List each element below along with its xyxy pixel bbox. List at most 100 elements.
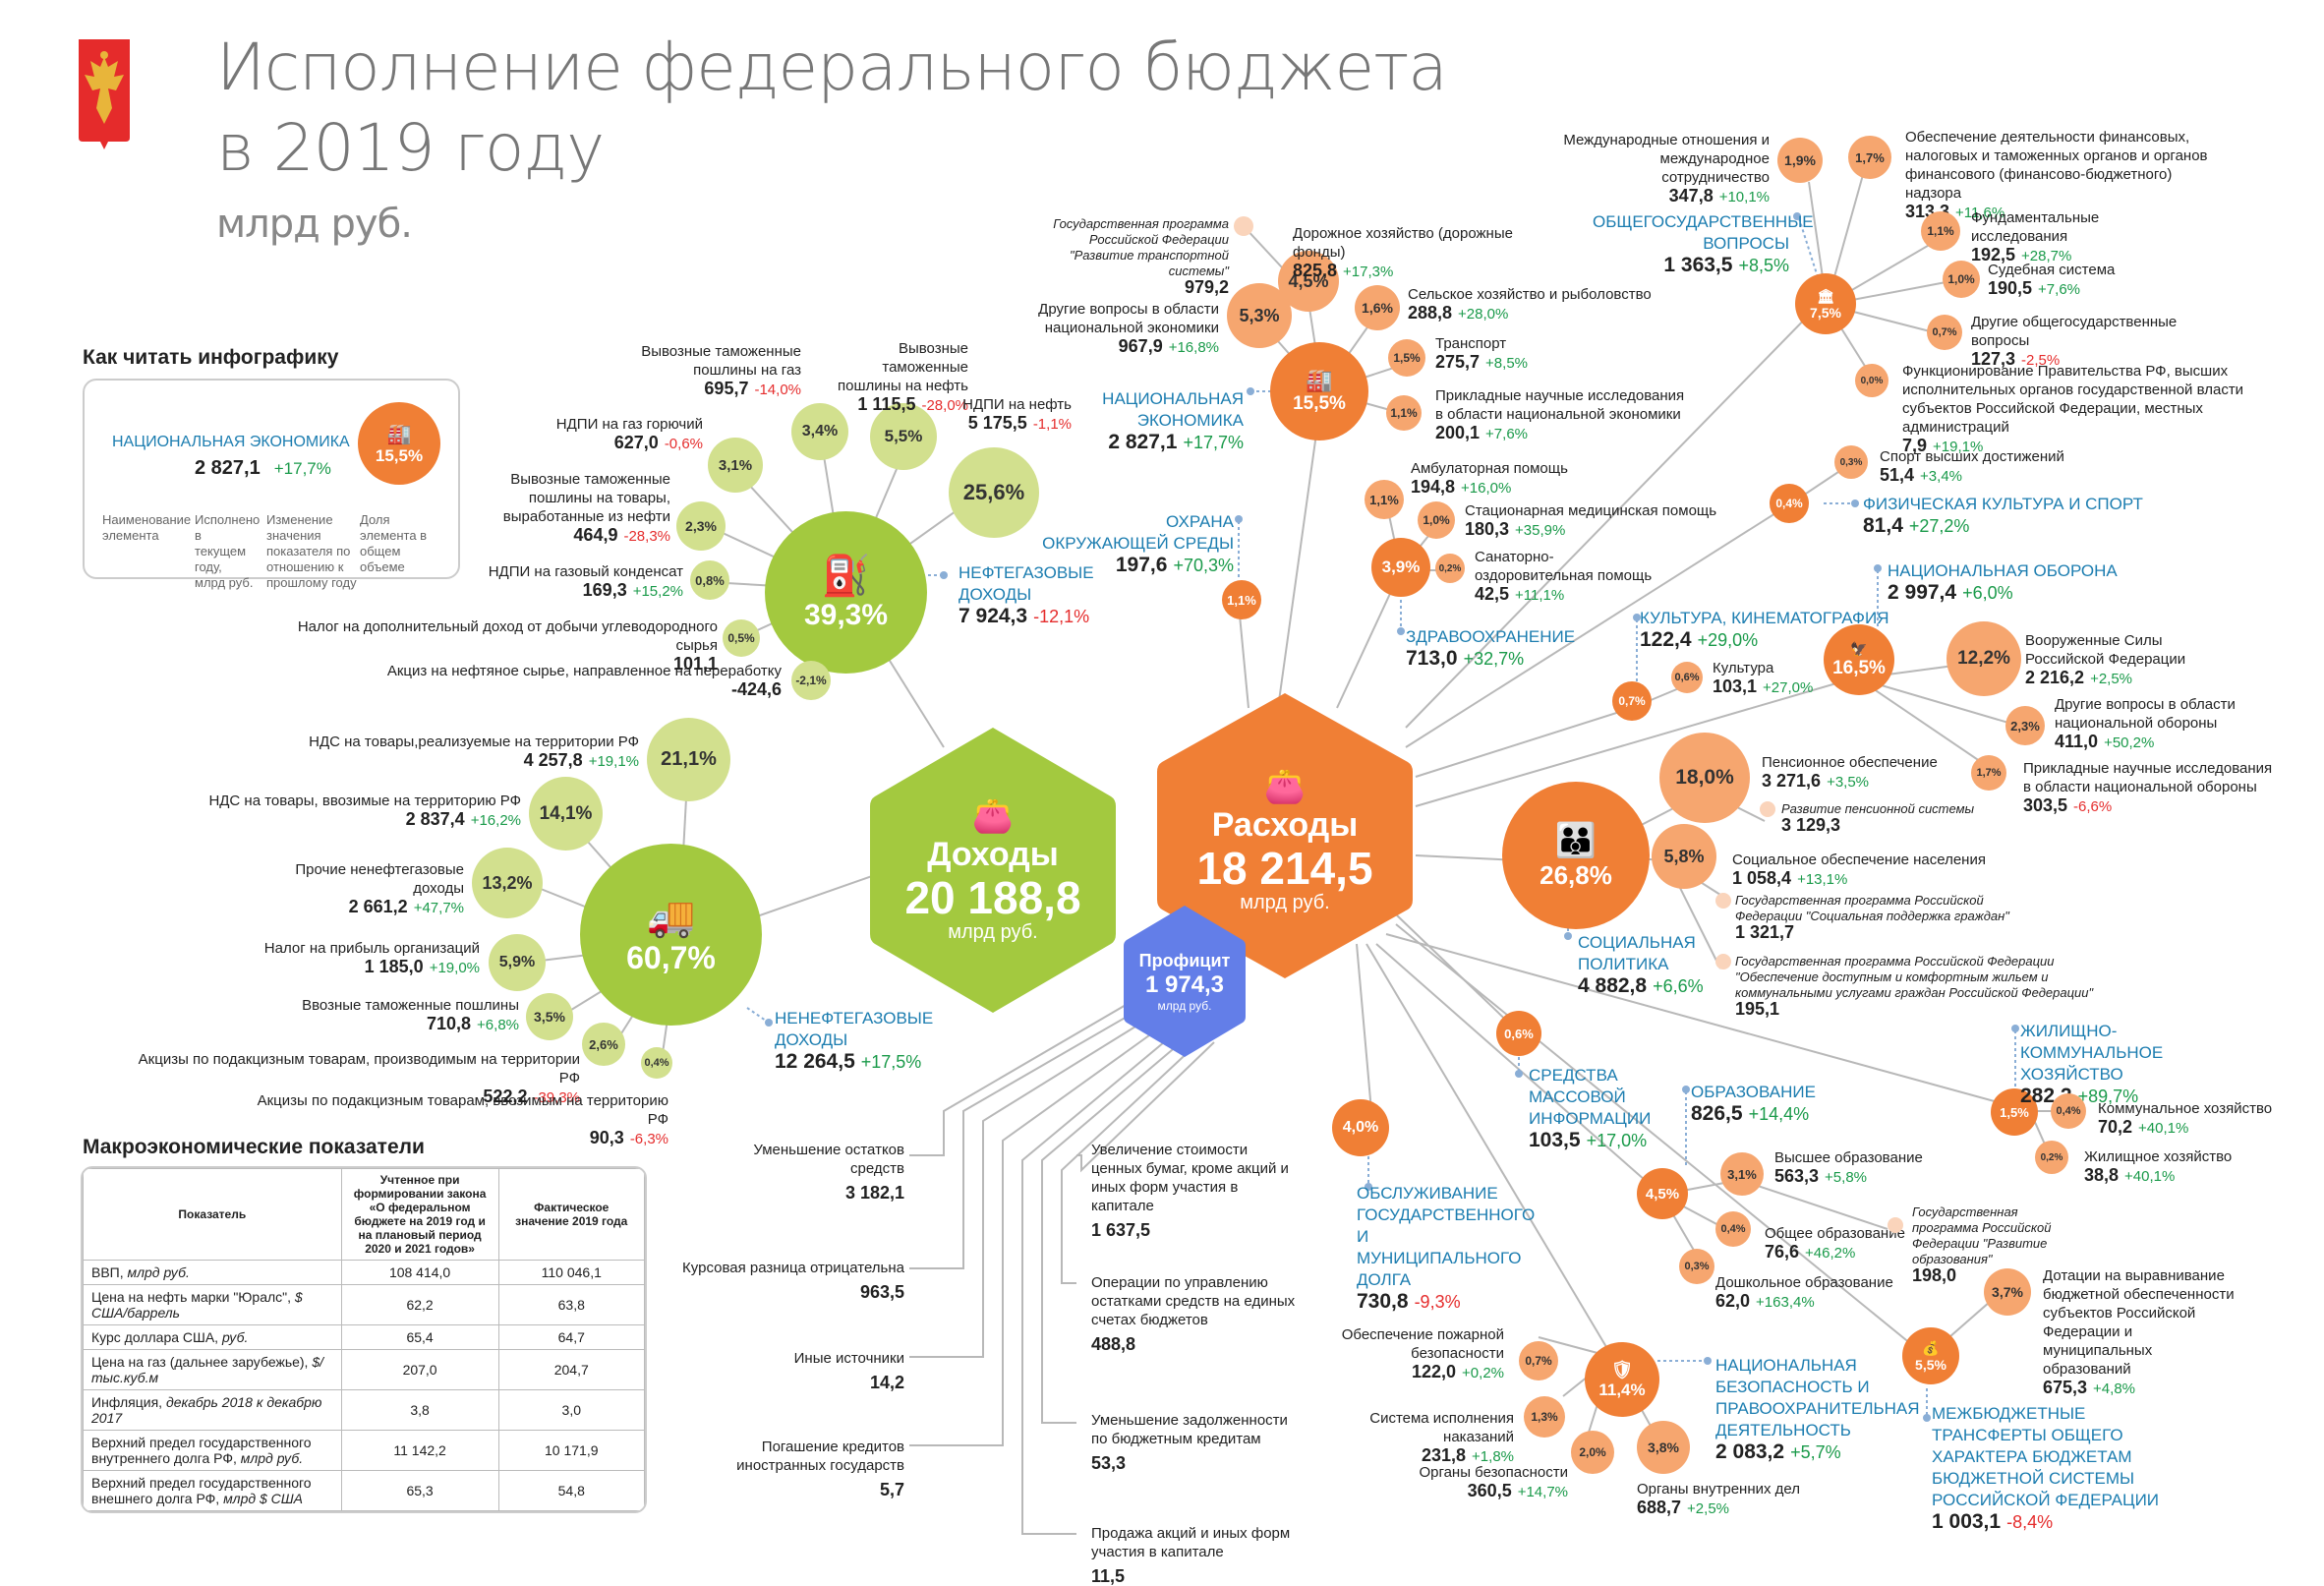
category-value: 2 827,1 (1108, 431, 1178, 453)
item-value: 76,6 (1765, 1242, 1800, 1262)
item-value: 53,3 (1091, 1453, 1127, 1473)
category-value: 1 003,1 (1932, 1510, 2002, 1533)
indicator-label: Курс доллара США, (91, 1329, 219, 1345)
share-value: 18,0% (1675, 766, 1734, 789)
eagle-icon: 🦅 (1850, 640, 1868, 657)
item-value: 1 058,4 (1732, 868, 1792, 888)
share-value: 1,1% (1369, 492, 1399, 507)
item-value: 38,8 (2084, 1165, 2120, 1185)
indicator-label: Цена на газ (дальнее зарубежье), (91, 1354, 309, 1370)
item-change: -14,0% (754, 382, 801, 398)
revenue-label: Доходы (927, 836, 1059, 873)
item-change: +40,1% (2138, 1120, 2189, 1137)
item-value: 5,7 (879, 1480, 904, 1499)
surplus-unit: млрд руб. (1157, 998, 1212, 1013)
share-value: 2,6% (589, 1036, 618, 1052)
item-name: Сельское хозяйство и рыболовство (1408, 286, 1652, 303)
indicator-name: Инфляция, декабрь 2018 к декабрю 2017 (83, 1389, 342, 1431)
family-icon: 👪 (1554, 821, 1598, 859)
housing-circle: 1,5% (1991, 1088, 2038, 1136)
macro-table: Показатель Учтенное при формировании зак… (81, 1166, 647, 1513)
indicator-unit: млрд $ США (223, 1491, 303, 1506)
non-oil-item: НДС на товары, ввозимые на территорию РФ… (177, 792, 521, 830)
item-name: Уменьшение остатков средств (753, 1142, 904, 1177)
category-change: +27,2% (1908, 516, 1970, 536)
share-value: 1,6% (1362, 300, 1393, 316)
item-change: -39,3% (533, 1089, 580, 1106)
item-name: Спорт высших достижений (1880, 448, 2064, 465)
category-name: ОХРАНА ОКРУЖАЮЩЕЙ СРЕДЫ (1042, 512, 1234, 553)
category-change: +17,0% (1586, 1131, 1648, 1150)
item-change: +7,6% (1485, 426, 1528, 442)
item-name: Коммунальное хозяйство (2098, 1100, 2273, 1117)
category-share: 7,5% (1810, 304, 1841, 321)
oil-gas-item: Акциз на нефтяное сырье, направленное на… (374, 662, 782, 700)
share-circle: 0,3% (1834, 445, 1868, 479)
item-change: +17,3% (1343, 264, 1394, 280)
item-change: +27,0% (1763, 679, 1814, 696)
share-circle: 2,3% (676, 501, 726, 551)
legend-caption-name: Наименование элемента (102, 512, 192, 543)
expense-hexagon: 👛 Расходы 18 214,5 млрд руб. (1152, 688, 1418, 983)
item-name: Судебная система (1988, 262, 2116, 278)
item-change: +16,0% (1461, 480, 1512, 497)
item-value: 169,3 (582, 580, 627, 600)
defense-circle: 🦅 16,5% (1824, 624, 1894, 695)
general-item: Обеспечение деятельности финансовых, нал… (1905, 128, 2230, 222)
planned-value: 62,2 (340, 1284, 499, 1325)
share-circle: 0,8% (690, 560, 729, 600)
header-actual: Фактическое значение 2019 года (497, 1168, 645, 1261)
share-value: 5,9% (498, 954, 536, 970)
share-value: 4,5% (1288, 270, 1329, 291)
item-name: Другие вопросы в области национальной эк… (1038, 301, 1219, 336)
item-value: 42,5 (1475, 584, 1510, 604)
oil-gas-change: -12,1% (1033, 607, 1090, 626)
revenue-hexagon: 👛 Доходы 20 188,8 млрд руб. (865, 723, 1121, 1018)
item-change: +28,7% (2021, 248, 2072, 264)
indicator-name: ВВП, млрд руб. (83, 1260, 342, 1285)
item-name: Система исполнения наказаний (1369, 1410, 1514, 1445)
item-change: +15,2% (632, 583, 683, 600)
category-share: 15,5% (1293, 393, 1346, 414)
item-value: 5 175,5 (967, 413, 1027, 433)
item-name: Высшее образование (1774, 1149, 1923, 1166)
share-circle: 1,1% (1921, 211, 1960, 251)
category-share: 3,9% (1381, 558, 1421, 576)
category-name: СОЦИАЛЬНАЯ ПОЛИТИКА (1578, 933, 1696, 973)
share-value: 3,1% (718, 456, 753, 474)
item-value: 347,8 (1668, 186, 1714, 206)
category-share: 0,7% (1618, 694, 1646, 708)
truck-icon: 🚚 (646, 895, 696, 939)
item-change: -6,6% (2073, 798, 2113, 815)
item-change: +5,8% (1825, 1169, 1867, 1186)
program-value: 198,0 (1912, 1265, 1957, 1285)
item-value: 825,8 (1293, 261, 1338, 280)
indicator-name: Курс доллара США, руб. (83, 1324, 342, 1350)
share-value: 3,7% (1992, 1284, 2023, 1300)
category-share: 1,5% (2000, 1104, 2029, 1120)
general-circle: 🏛 7,5% (1795, 273, 1856, 334)
environment-category: ОХРАНА ОКРУЖАЮЩЕЙ СРЕДЫ 197,6+70,3% (1042, 511, 1234, 577)
share-circle: 0,5% (723, 619, 760, 657)
share-circle: 21,1% (647, 718, 730, 801)
item-name: Уменьшение задолженности по бюджетным кр… (1091, 1412, 1288, 1447)
indicator-name: Цена на газ (дальнее зарубежье), $/тыс.к… (83, 1349, 342, 1390)
share-value: 1,1% (1927, 224, 1954, 238)
indicator-name: Верхний предел государственного внешнего… (83, 1470, 342, 1511)
category-name: НАЦИОНАЛЬНАЯ БЕЗОПАСНОСТЬ И ПРАВООХРАНИТ… (1715, 1356, 1920, 1439)
item-name: Другие общегосударственные вопросы (1971, 314, 2178, 349)
share-circle: 1,0% (1418, 501, 1455, 539)
category-name: ЖИЛИЩНО-КОММУНАЛЬНОЕ ХОЗЯЙСТВО (2020, 1022, 2164, 1084)
category-share: 4,5% (1645, 1185, 1680, 1203)
non-oil-item: Акцизы по подакцизным товарам, ввозимым … (236, 1091, 668, 1148)
share-value: 5,3% (1239, 305, 1280, 325)
legend-title: Как читать инфографику (83, 346, 339, 369)
